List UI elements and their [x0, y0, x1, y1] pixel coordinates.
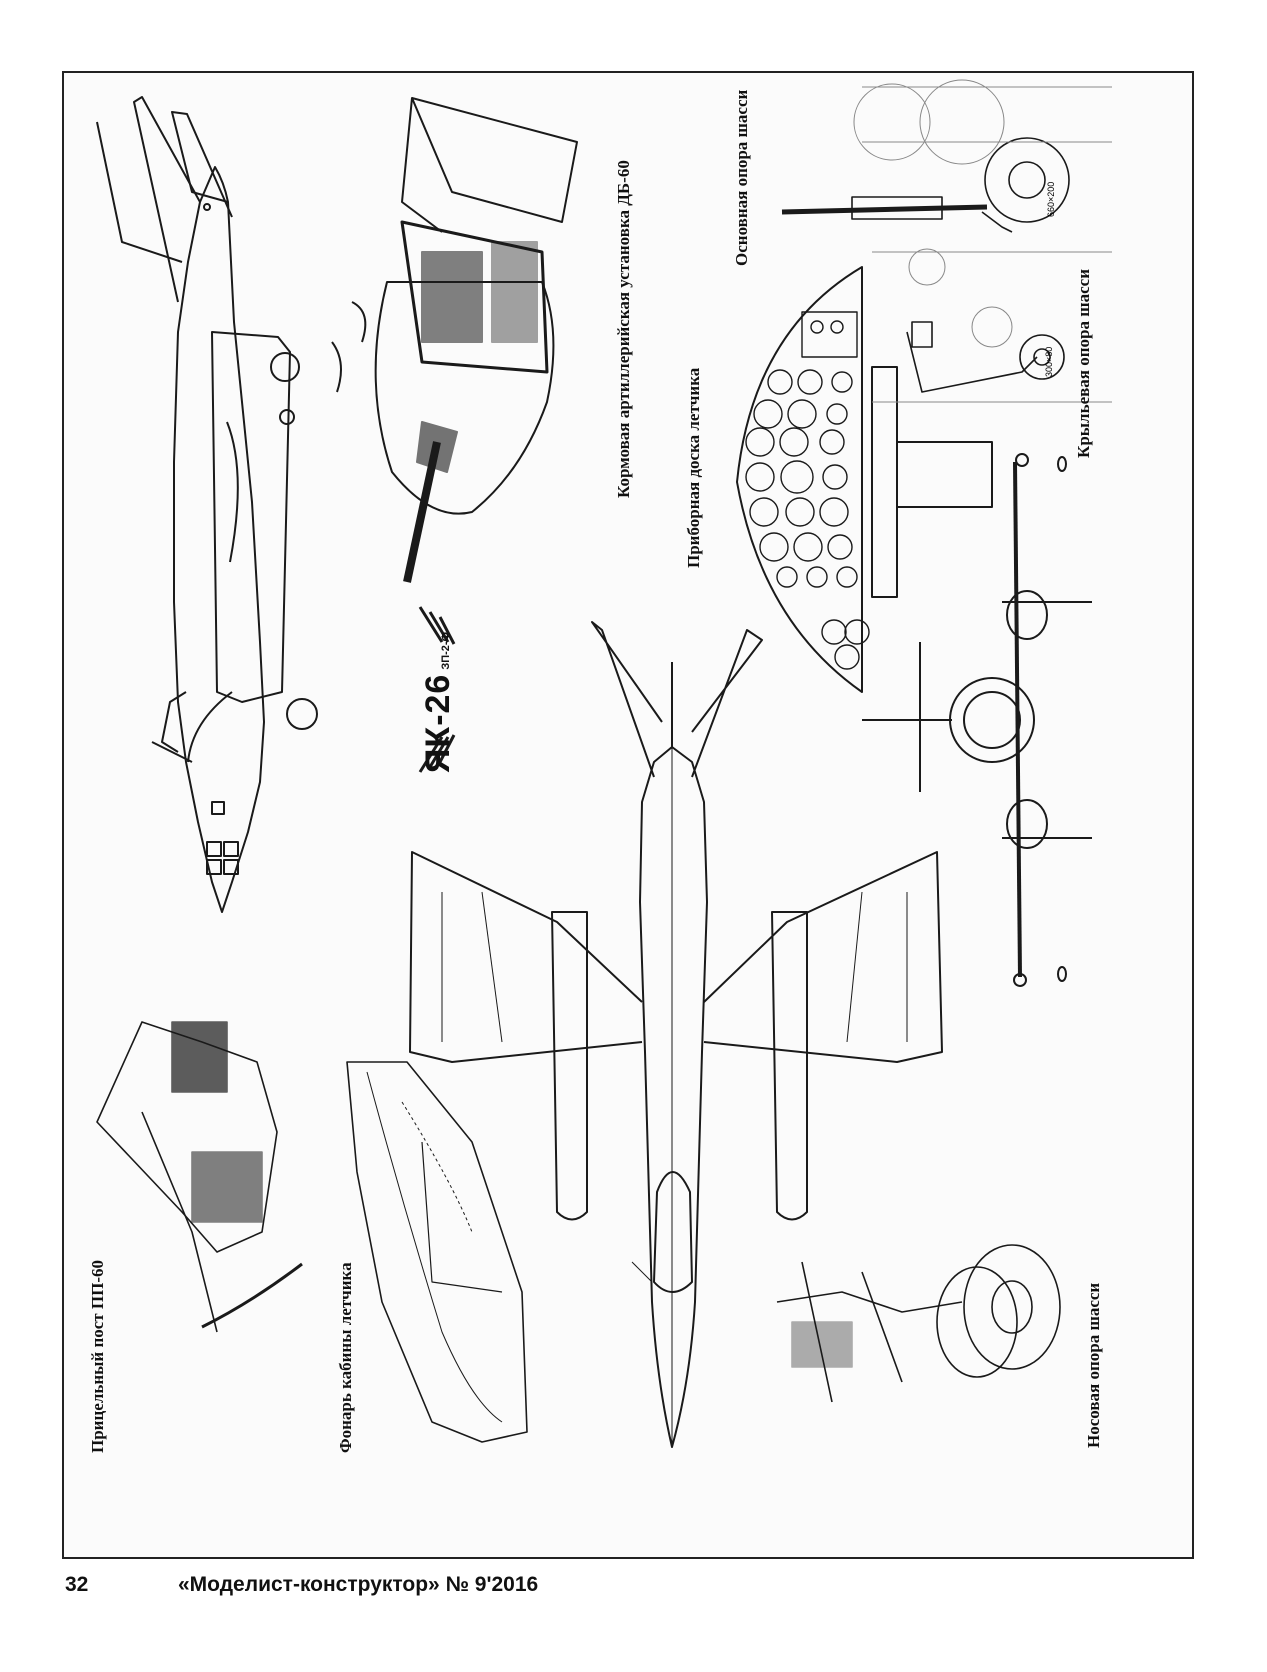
wing-gear-drawing — [872, 248, 1112, 403]
caption-main-gear: Основная опора шасси — [732, 89, 751, 266]
main-gear-drawing — [781, 79, 1112, 233]
logo-title: ЯК-26 — [419, 673, 457, 773]
technical-drawing: 660×200 300×80 — [96, 79, 1112, 1448]
caption-tail-gun: Кормовая артиллерийская установка ДБ-60 — [614, 160, 633, 498]
caption-wing-gear: Крыльевая опора шасси — [1074, 269, 1093, 458]
magazine-title: «Моделист-конструктор» № 9'2016 — [178, 1573, 539, 1596]
caption-sight-station: Прицельный пост ПП-60 — [88, 1259, 107, 1453]
yak-26-logo: ЯК-26 ЗП-2-Ф — [419, 632, 458, 773]
logo-wings — [418, 606, 456, 773]
aircraft-side-view — [96, 96, 318, 913]
aircraft-top-view — [409, 621, 943, 1448]
tail-gun-drawing — [331, 97, 578, 583]
nose-gear-drawing — [776, 1244, 1061, 1403]
wing-wheel-label: 300×80 — [1044, 347, 1054, 377]
canopy-drawing — [346, 1061, 528, 1443]
caption-instrument-panel: Приборная доска летчика — [684, 367, 703, 568]
main-wheel-label: 660×200 — [1046, 182, 1056, 217]
caption-nose-gear: Носовая опора шасси — [1084, 1282, 1103, 1448]
instrument-panel-drawing — [736, 266, 993, 693]
caption-canopy: Фонарь кабины летчика — [336, 1262, 355, 1453]
aircraft-front-view — [862, 453, 1092, 987]
drawing-frame: 660×200 300×80 ЯК-26 ЗП-2-Ф Прицельный по… — [62, 71, 1194, 1559]
sight-station-drawing — [96, 1021, 303, 1333]
page-number: 32 — [65, 1573, 89, 1596]
logo-subtitle: ЗП-2-Ф — [440, 632, 452, 670]
